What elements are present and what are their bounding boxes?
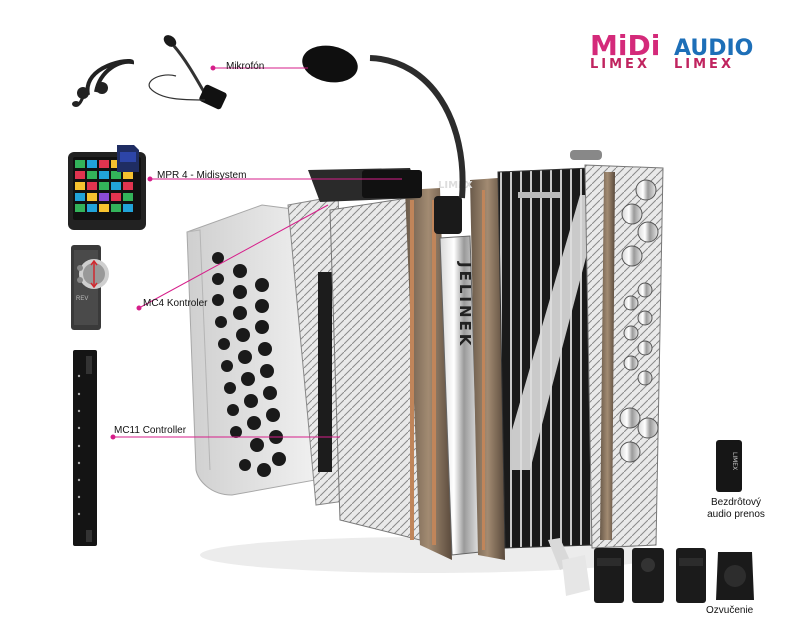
gooseneck-microphone-icon <box>148 35 227 110</box>
sd-card-icon <box>117 145 139 172</box>
midisystem-label: MPR 4 - Midisystem <box>157 170 247 181</box>
tablet-icon <box>68 152 146 230</box>
mc4-label: MC4 Kontroler <box>143 298 208 309</box>
speaker-icon <box>548 538 754 603</box>
mc4-rev-text: REV <box>76 296 88 302</box>
speakers-label: Ozvučenie <box>706 605 754 616</box>
logo-audio-word: AUDIO <box>674 36 753 61</box>
microphone-label: Mikrofón <box>226 61 265 72</box>
logo-midi-word: MiDi <box>590 29 660 62</box>
wireless-label-line2: audio prenos <box>707 509 765 520</box>
wireless-label: Bezdrôtový audio prenos <box>696 497 776 521</box>
logo-limex-word-1: LIMEX <box>590 57 650 72</box>
callout-lines <box>110 65 402 440</box>
midi-limex-logo: MiDi LIMEX <box>590 29 660 72</box>
accordion-brand-text: JELINEK <box>456 261 474 348</box>
device-brand-text: LIMEX <box>438 180 473 191</box>
audio-limex-logo: AUDIO LIMEX <box>674 36 753 72</box>
wireless-label-line1: Bezdrôtový <box>710 497 762 508</box>
mc4-controller-icon: REV <box>71 245 109 330</box>
mc11-label: MC11 Controller <box>114 425 187 436</box>
transmitter-brand-text: LIMEX <box>731 452 738 470</box>
logo-limex-word-2: LIMEX <box>674 57 734 72</box>
accordion-icon: JELINEK LIMEX <box>186 45 664 573</box>
mc11-controller-icon <box>73 350 97 546</box>
headset-microphone-icon <box>72 59 135 107</box>
wireless-transmitter-icon: LIMEX <box>716 440 742 492</box>
